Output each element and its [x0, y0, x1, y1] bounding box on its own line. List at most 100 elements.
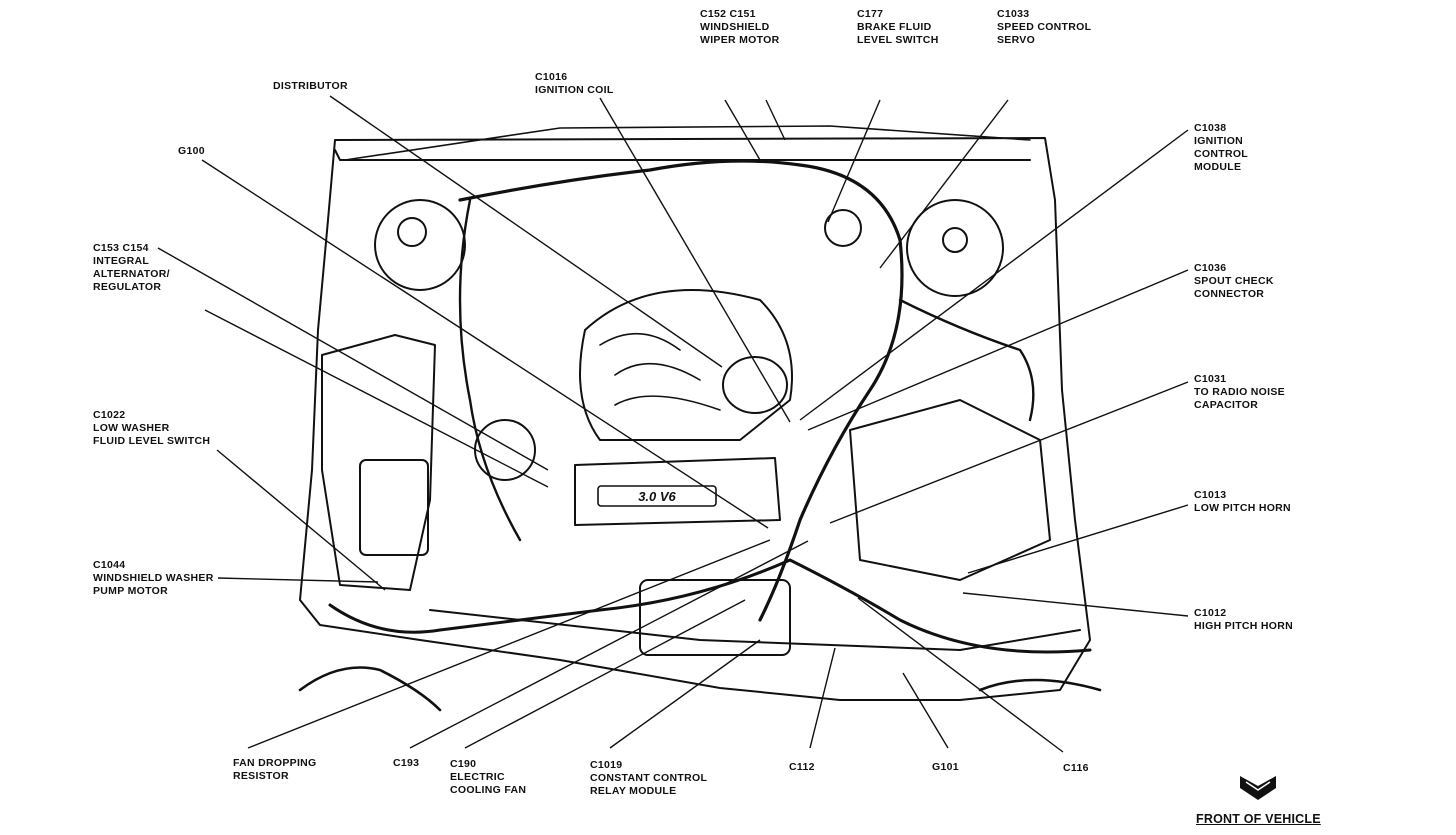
callout-line: HIGH PITCH HORN	[1194, 620, 1293, 632]
callout-c193: C193	[393, 757, 419, 770]
leader-line-fan-dropping-resistor	[247, 539, 771, 749]
callout-line: C152 C151	[700, 8, 756, 20]
leader-line-c116	[857, 597, 1064, 753]
intake-manifold	[579, 289, 793, 441]
callout-line: SERVO	[997, 34, 1036, 46]
leader-line-c153-c154	[157, 247, 549, 471]
callout-line: C1036	[1194, 262, 1227, 274]
leader-line-c1036	[807, 269, 1189, 431]
leader-line-g101	[902, 672, 949, 749]
callout-line: TO RADIO NOISE	[1194, 386, 1285, 398]
cooling-fan-shroud	[639, 579, 791, 656]
callout-line: C153 C154	[93, 242, 149, 254]
callout-distributor: DISTRIBUTOR	[273, 80, 348, 93]
wiring-harness-left	[328, 558, 1092, 654]
callout-line: IGNITION	[1194, 135, 1244, 147]
compartment-outline	[299, 137, 1091, 701]
leader-line-c1044	[217, 577, 379, 583]
leader-line-c177	[827, 99, 881, 223]
callout-line: C1012	[1194, 607, 1227, 619]
wiring-harness-branch	[458, 198, 1035, 542]
valve-cover	[574, 457, 781, 526]
callout-line: C1031	[1194, 373, 1227, 385]
left-strut-tower	[374, 199, 466, 291]
callout-line: RESISTOR	[233, 770, 289, 782]
callout-line: C1033	[997, 8, 1030, 20]
callout-line: SPOUT CHECK	[1194, 275, 1274, 287]
callout-line: WINDSHIELD WASHER	[93, 572, 214, 584]
engine-badge-text: 3.0 V6	[638, 489, 676, 504]
callout-line: LEVEL SWITCH	[857, 34, 939, 46]
leader-line-c193	[409, 540, 809, 749]
cowl-panel	[344, 125, 1031, 161]
leader-line-distributor	[329, 95, 723, 368]
leader-line-c1012	[962, 592, 1189, 617]
leader-line-c1033	[879, 99, 1009, 269]
callout-line: COOLING FAN	[450, 784, 527, 796]
callout-line: FAN DROPPING	[233, 757, 317, 769]
callout-line: C190	[450, 758, 477, 770]
alternator	[474, 419, 536, 481]
throttle-body	[722, 356, 788, 414]
callout-line: FLUID LEVEL SWITCH	[93, 435, 211, 447]
callout-line: RELAY MODULE	[590, 785, 677, 797]
callout-line: SPEED CONTROL	[997, 21, 1092, 33]
brake-fluid-reservoir	[824, 209, 862, 247]
leader-line-c152-c151	[765, 99, 786, 141]
left-fender-line	[334, 149, 1031, 161]
leader-line-c1013	[967, 504, 1189, 574]
callout-line: C1016	[535, 71, 568, 83]
callout-line: C1038	[1194, 122, 1227, 134]
leader-line-c1019	[609, 639, 761, 749]
callout-line: INTEGRAL	[93, 255, 150, 267]
callout-c112: C112	[789, 761, 815, 774]
callout-line: C1013	[1194, 489, 1227, 501]
air-cleaner	[849, 399, 1051, 581]
callout-line: MODULE	[1194, 161, 1242, 173]
main-wiring-harness	[458, 159, 904, 622]
leader-line-c190	[464, 599, 746, 749]
callout-line: CONTROL	[1194, 148, 1249, 160]
relay-box	[359, 459, 429, 556]
washer-reservoir	[321, 334, 436, 591]
callout-line: C1044	[93, 559, 126, 571]
callout-c116: C116	[1063, 762, 1089, 775]
radiator-support	[429, 609, 1081, 651]
callout-line: WINDSHIELD	[700, 21, 770, 33]
callout-line: G101	[932, 761, 959, 773]
leader-line-c153-c154	[204, 309, 549, 488]
callout-line: PUMP MOTOR	[93, 585, 168, 597]
wiring-harness-front	[298, 666, 1102, 712]
callout-line: C1019	[590, 759, 623, 771]
right-strut-tower	[906, 199, 1004, 297]
left-strut-cap	[397, 217, 427, 247]
right-strut-cap	[942, 227, 968, 253]
callout-line: BRAKE FLUID	[857, 21, 932, 33]
leader-line-c152-c151	[724, 99, 761, 161]
callout-line: C116	[1063, 762, 1089, 774]
callout-line: C177	[857, 8, 884, 20]
leader-line-g100	[201, 159, 769, 529]
callout-line: CONNECTOR	[1194, 288, 1265, 300]
leader-line-c1016	[599, 97, 791, 423]
callout-line: LOW WASHER	[93, 422, 170, 434]
callout-line: C112	[789, 761, 815, 773]
callout-line: REGULATOR	[93, 281, 162, 293]
leader-line-c1022	[216, 449, 386, 591]
callout-line: C193	[393, 757, 420, 769]
